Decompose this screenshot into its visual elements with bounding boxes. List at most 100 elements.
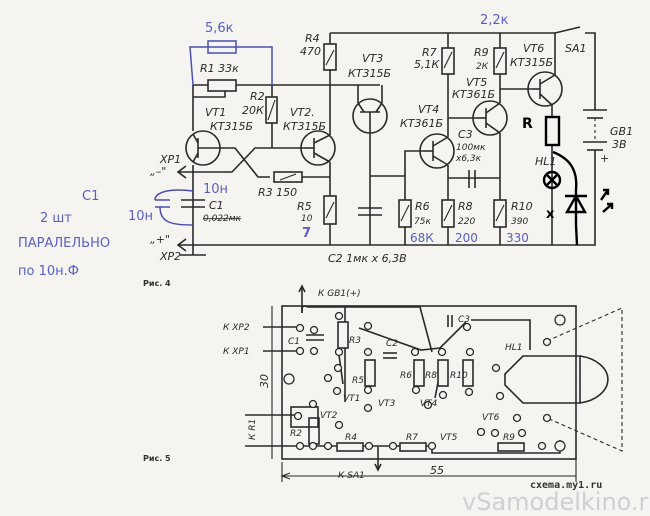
label-vt4-type: КТ361Б: [400, 117, 443, 130]
pcb-label-vt2: VT2: [320, 411, 338, 421]
label-hl1: HL1: [535, 155, 556, 168]
label-r3: R3 150: [258, 186, 297, 199]
hand-c1-a: 10н: [203, 182, 228, 197]
capacitor-c3: [468, 170, 476, 188]
marker-modifications: [542, 115, 614, 246]
label-r2-value: 20К: [242, 104, 265, 117]
label-vt3-name: VT3: [362, 52, 383, 65]
hand-note-3: ПАРАЛЕЛЬНО: [18, 236, 110, 251]
label-vt4-name: VT4: [418, 103, 439, 116]
label-gb1-name: GB1: [610, 125, 633, 138]
hand-5k6: 5,6к: [205, 21, 234, 36]
pcb-label-r2: R2: [290, 429, 302, 439]
label-vt1-type: КТ315Б: [210, 120, 253, 133]
label-r4-value: 470: [300, 45, 321, 58]
label-vt5-name: VT5: [466, 76, 487, 89]
pcb-layout: [245, 284, 623, 482]
hand-r8: 200: [455, 231, 478, 245]
connectors: [176, 165, 187, 252]
pcb-label-r10: R10: [450, 371, 468, 381]
hand-mark-x: x: [546, 207, 555, 222]
pcb-r10: [462, 359, 474, 387]
hand-note-1: С1: [82, 189, 99, 204]
label-r8-value: 220: [458, 217, 475, 227]
label-r6-name: R6: [415, 200, 430, 213]
label-r6-value: 75к: [414, 217, 431, 227]
label-r8-name: R8: [458, 200, 473, 213]
hand-c1-b: 10н: [128, 209, 153, 224]
pcb-label-vt5: VT5: [440, 433, 458, 443]
pcb-label-vt1: VT1: [343, 394, 360, 404]
pcb-label-r6: R6: [400, 371, 412, 381]
capacitors: [181, 109, 607, 216]
label-c3-name: C3: [458, 128, 473, 141]
label-k-gb1: К GB1(+): [318, 289, 361, 299]
label-c3-voltage: х6,3к: [455, 154, 482, 164]
pcb-r9: [497, 442, 525, 452]
caption-fig5: Рис. 5: [143, 454, 171, 463]
pcb-label-r3: R3: [349, 336, 361, 346]
label-vt1-name: VT1: [205, 106, 226, 119]
watermark-site2: cxema.my1.ru: [530, 480, 602, 491]
lamp-hl1-icon: [542, 170, 562, 190]
pcb-r3: [337, 321, 349, 349]
label-xp2-sign: „+": [150, 233, 170, 246]
label-vt2-type: КТ315Б: [283, 120, 326, 133]
transistor-vt3: [352, 98, 388, 134]
battery-gb1: [583, 109, 607, 151]
label-r7-name: R7: [422, 46, 437, 59]
label-r9-name: R9: [474, 46, 489, 59]
label-r5-value: 10: [301, 214, 313, 224]
resistors: [207, 43, 507, 228]
label-r4-name: R4: [305, 32, 320, 45]
handwritten-modifications: [154, 40, 273, 226]
pcb-label-vt6: VT6: [482, 413, 500, 423]
label-xp1: ХР1: [159, 153, 181, 166]
label-r1: R1 33к: [200, 62, 239, 75]
label-c1-name: C1: [209, 199, 224, 212]
hand-note-4: по 10н.Ф: [18, 264, 79, 279]
label-xp1-sign: „–": [150, 165, 166, 178]
pcb-label-c1: C1: [288, 337, 300, 347]
label-r2-name: R2: [250, 90, 265, 103]
battery-plus: +: [600, 152, 609, 165]
hand-r5: 7: [302, 226, 311, 241]
label-r7-value: 5,1К: [414, 58, 440, 71]
watermark-site: vSamodelkino.ru: [462, 488, 650, 516]
pcb-r4: [336, 442, 364, 452]
pcb-lamp-hl1: [504, 355, 581, 404]
resistor-5k6-added: [207, 40, 237, 54]
label-r9-value: 2К: [476, 62, 489, 72]
pcb-r7: [399, 442, 427, 452]
label-r10-value: 390: [511, 217, 528, 227]
label-c2: C2 1мк х 6,3В: [328, 252, 407, 265]
label-r5-name: R5: [297, 200, 312, 213]
transistor-vt4: [419, 133, 455, 169]
hand-r10: 330: [506, 231, 529, 245]
relay-r: [544, 115, 561, 147]
pcb-label-vt3: VT3: [378, 399, 396, 409]
transistor-vt1: [185, 130, 221, 166]
pcb-label-r8: R8: [425, 371, 437, 381]
pcb-label-vt4: VT4: [420, 399, 438, 409]
label-vt6-name: VT6: [523, 42, 544, 55]
zener-diode-icon: [564, 193, 588, 214]
transistors: [185, 71, 563, 169]
pcb-label-hl1: HL1: [505, 343, 523, 353]
pcb-r1-pad: [290, 406, 319, 428]
pcb-label-r7: R7: [406, 433, 418, 443]
pcb-label-c2: C2: [386, 339, 398, 349]
label-c3-value: 100мк: [456, 143, 486, 153]
hand-relay-r: R: [522, 116, 533, 132]
label-sa1: SA1: [565, 42, 587, 55]
light-arrows-icon: [600, 188, 614, 213]
transistor-vt5: [472, 100, 508, 136]
label-height-30: 30: [258, 374, 271, 388]
pcb-label-c3: C3: [458, 315, 470, 325]
resistor-r1: [207, 79, 237, 92]
label-gb1-value: 3В: [612, 138, 627, 151]
caption-fig4: Рис. 4: [143, 279, 171, 288]
pcb-label-r4: R4: [345, 433, 357, 443]
pcb-r5: [364, 359, 376, 387]
